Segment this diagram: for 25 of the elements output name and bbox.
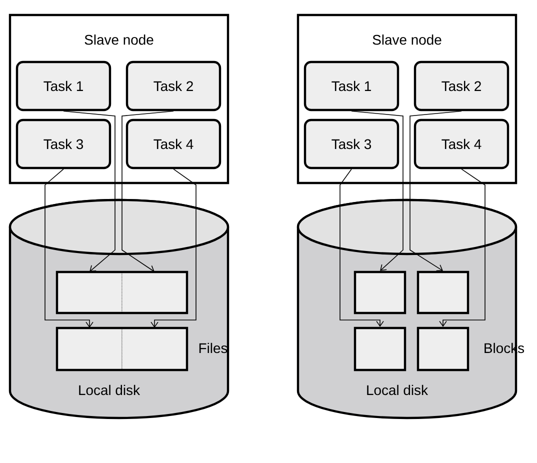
task-box: Task 2 <box>414 60 510 112</box>
block-box <box>416 326 470 372</box>
file-segment <box>122 272 188 314</box>
task-box: Task 4 <box>126 118 222 170</box>
arrow <box>351 110 404 271</box>
part-label: Files <box>199 342 228 354</box>
arrow <box>122 110 174 272</box>
arrow <box>63 110 116 272</box>
file-segment <box>56 272 122 314</box>
task-box: Task 1 <box>16 60 112 112</box>
block-box <box>354 270 406 314</box>
block-box <box>416 270 470 314</box>
file-segment <box>122 328 188 370</box>
arrow <box>340 168 384 327</box>
task-box: Task 3 <box>16 118 112 170</box>
task-box: Task 2 <box>126 60 222 112</box>
file-segment <box>56 328 122 370</box>
task-box: Task 1 <box>304 60 400 112</box>
block-box <box>354 326 406 372</box>
arrow <box>410 110 462 272</box>
arrow <box>44 168 94 328</box>
arrow <box>439 168 486 327</box>
arrow <box>150 168 196 328</box>
task-box: Task 4 <box>414 118 510 170</box>
task-box: Task 3 <box>304 118 400 170</box>
